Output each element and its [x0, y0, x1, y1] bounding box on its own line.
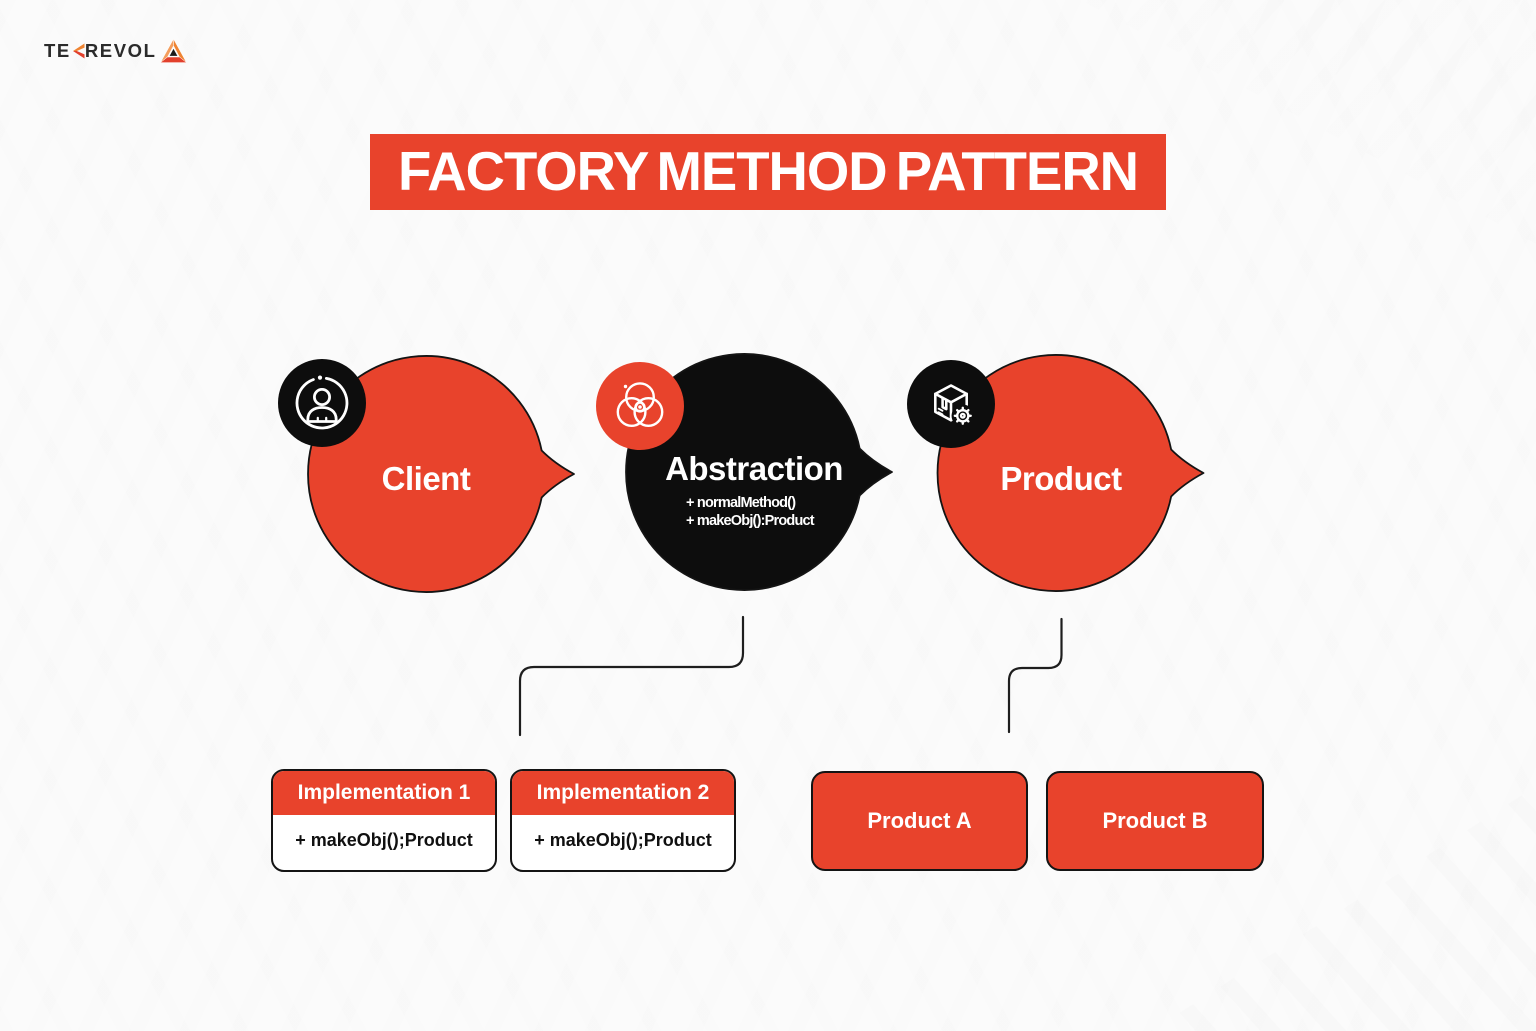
product-a-label: Product A [867, 808, 972, 833]
product-label: Product [1000, 460, 1122, 497]
tekrevol-logo: TE REVOL [44, 38, 187, 64]
chevron-left-icon [72, 43, 85, 59]
product-badge [907, 360, 995, 448]
abstraction-badge [596, 362, 684, 450]
connector-abstraction-to-implementations [518, 615, 745, 737]
implementation-2-title: Implementation 2 [536, 781, 710, 804]
implementation-2-header: Implementation 2 [512, 771, 734, 815]
implementation-1-box: Implementation 1 + makeObj();Product [271, 769, 497, 872]
overlapping-circles-icon [616, 382, 664, 428]
implementation-2-box: Implementation 2 + makeObj();Product [510, 769, 736, 872]
abstraction-bubble [625, 353, 893, 591]
logo-text-suffix: REVOL [84, 40, 157, 61]
product-a-box: Product A [811, 771, 1028, 871]
client-label: Client [381, 459, 471, 497]
logo-text-prefix: TE [44, 40, 71, 61]
implementation-1-body: + makeObj();Product [273, 815, 495, 869]
abstraction-method-2: + makeObj():Product [686, 512, 815, 529]
user-icon [295, 375, 349, 430]
product-bubble [936, 354, 1205, 592]
client-badge [278, 359, 366, 447]
abstraction-methods: + normalMethod() + makeObj():Product [686, 494, 815, 530]
abstraction-method-1: + normalMethod() [686, 494, 796, 511]
implementation-2-method: + makeObj();Product [534, 830, 712, 850]
implementation-1-method: + makeObj();Product [295, 830, 473, 850]
connector-product-to-products [1007, 617, 1063, 734]
product-b-box: Product B [1046, 771, 1264, 871]
page-title: FACTORY METHOD PATTERN [397, 140, 1139, 202]
client-bubble [307, 355, 575, 593]
package-gear-icon [934, 384, 974, 427]
implementation-1-title: Implementation 1 [297, 781, 471, 804]
abstraction-label: Abstraction [665, 449, 843, 487]
title-banner: FACTORY METHOD PATTERN [370, 134, 1166, 210]
tekrevol-triangle-icon [159, 38, 187, 63]
implementation-2-body: + makeObj();Product [512, 815, 734, 869]
product-b-label: Product B [1102, 808, 1208, 833]
implementation-1-header: Implementation 1 [273, 771, 495, 815]
